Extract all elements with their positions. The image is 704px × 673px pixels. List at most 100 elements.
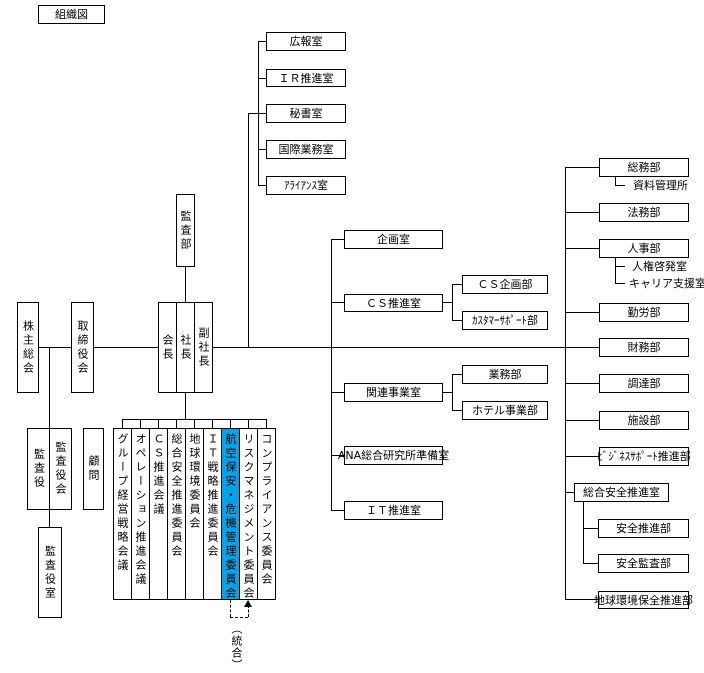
connector-line xyxy=(442,392,452,393)
sub-department-box: 安全推進部 xyxy=(598,519,689,538)
corporate-office-label: 関連事業室 xyxy=(366,386,421,399)
staff-office-box: 広報室 xyxy=(266,32,346,51)
corporate-office-label: ＩＴ推進室 xyxy=(366,504,421,517)
audit-department-box: 監査部 xyxy=(176,194,195,267)
corporate-office-box: 企画室 xyxy=(344,230,443,249)
connector-line xyxy=(331,510,344,511)
staff-office-box: 国際業務室 xyxy=(266,140,346,159)
department-box: 法務部 xyxy=(599,203,689,222)
department-box: 調達部 xyxy=(599,374,689,393)
connector-line xyxy=(452,374,453,411)
connector-line xyxy=(140,419,141,428)
department-box: ﾋﾞｼﾞﾈｽｻﾎﾟｰﾄ推進部 xyxy=(597,447,691,466)
connector-line xyxy=(565,599,598,600)
chart-title: 組織図 xyxy=(55,8,88,21)
committee-box: ＩＴ戦略推進委員会 xyxy=(203,428,222,600)
connector-line xyxy=(49,347,50,428)
sub-department-box: 安全監査部 xyxy=(598,554,689,573)
connector-line xyxy=(442,302,452,303)
connector-line xyxy=(176,419,177,428)
department-label: 総合安全推進室 xyxy=(583,486,660,499)
connector-line xyxy=(452,374,462,375)
connector-line xyxy=(258,185,266,186)
sub-department-label: ホテル事業部 xyxy=(472,404,538,417)
sub-unit-label: キャリア支援室 xyxy=(629,277,704,290)
department-label: ﾋﾞｼﾞﾈｽｻﾎﾟｰﾄ推進部 xyxy=(597,450,691,463)
committee-label: 地球環境委員会 xyxy=(188,433,201,531)
connector-line xyxy=(565,492,574,493)
staff-office-label: 国際業務室 xyxy=(278,143,334,156)
connector-line xyxy=(615,283,625,284)
connector-line xyxy=(331,455,344,456)
auditors-office-label: 監査役室 xyxy=(43,544,57,601)
connector-line xyxy=(258,41,266,42)
connector-line xyxy=(583,528,598,529)
corporate-office-label: ANA総合研究所準備室 xyxy=(337,449,450,462)
board-of-directors-box: 取締役会 xyxy=(71,302,94,393)
department-label: 財務部 xyxy=(627,341,661,354)
shareholders-meeting-box: 株主総会 xyxy=(17,302,39,393)
sub-unit-label: 資料管理所 xyxy=(633,179,688,192)
staff-office-label: ＩＲ推進室 xyxy=(278,71,334,85)
chairman-label: 会長 xyxy=(161,333,174,362)
committee-box: ＣＳ推進会議 xyxy=(149,428,168,600)
president-box: 社長 xyxy=(176,302,195,393)
department-box: 総合安全推進室 xyxy=(574,483,669,502)
connector-line xyxy=(38,347,71,348)
vice-president-label: 副社長 xyxy=(197,326,210,369)
connector-line xyxy=(565,420,599,421)
corporate-office-box: ＩＴ推進室 xyxy=(344,501,443,520)
connector-line xyxy=(615,176,616,186)
auditors-office-box: 監査役室 xyxy=(38,527,62,618)
department-box: 総務部 xyxy=(599,158,689,177)
board-of-auditors-label: 監査役会 xyxy=(54,441,67,497)
president-label: 社長 xyxy=(179,333,192,362)
connector-line xyxy=(331,239,332,511)
connector-line xyxy=(122,419,123,428)
corporate-office-label: ＣＳ推進室 xyxy=(366,296,421,310)
connector-line xyxy=(194,419,195,428)
connector-line xyxy=(266,419,267,428)
connector-line xyxy=(248,419,249,428)
connector-line xyxy=(158,419,159,428)
committee-box: コンプライアンス委員会 xyxy=(257,428,276,600)
sub-department-box: ｶｽﾀﾏｰｻﾎﾟｰﾄ部 xyxy=(462,311,548,330)
cell-divider xyxy=(49,429,50,509)
connector-line xyxy=(185,392,186,419)
staff-office-box: 秘書室 xyxy=(266,104,346,123)
merge-note: （統合） xyxy=(230,623,243,673)
connector-line xyxy=(583,563,598,564)
auditors-cell: 監査役 xyxy=(28,429,50,509)
connector-line xyxy=(230,419,231,428)
corporate-office-label: 企画室 xyxy=(377,233,410,246)
board-of-auditors-cell: 監査役会 xyxy=(50,429,71,509)
audit-department-label: 監査部 xyxy=(179,209,192,252)
staff-office-label: ｱﾗｲｱﾝｽ室 xyxy=(284,179,328,192)
connector-line xyxy=(565,456,599,457)
connector-line xyxy=(331,392,344,393)
staff-office-label: 広報室 xyxy=(289,35,323,48)
sub-unit-label: 人権啓発室 xyxy=(632,260,687,273)
connector-line xyxy=(258,78,266,79)
chart-title-box: 組織図 xyxy=(38,5,105,24)
connector-line xyxy=(248,113,266,114)
connector-line xyxy=(331,302,344,303)
connector-line xyxy=(331,239,344,240)
department-label: 総務部 xyxy=(627,161,661,174)
connector-line xyxy=(93,347,158,348)
connector-line xyxy=(258,41,259,186)
connector-line xyxy=(452,284,453,321)
department-label: 法務部 xyxy=(627,206,661,219)
department-box: 勤労部 xyxy=(599,303,689,322)
department-box: 財務部 xyxy=(599,338,689,357)
merge-note-label: （統合） xyxy=(230,623,243,671)
committee-box-highlighted: 航空保安・危機管理委員会 xyxy=(221,428,240,601)
connector-line xyxy=(583,501,584,564)
department-label: 地球環境保全推進部 xyxy=(594,593,693,607)
sub-department-box: ＣＳ企画部 xyxy=(462,275,548,294)
chairman-box: 会長 xyxy=(158,302,177,393)
advisors-box: 顧問 xyxy=(83,428,104,510)
department-label: 人事部 xyxy=(627,242,661,255)
sub-department-label: 安全推進部 xyxy=(616,522,671,535)
department-label: 調達部 xyxy=(627,377,661,390)
